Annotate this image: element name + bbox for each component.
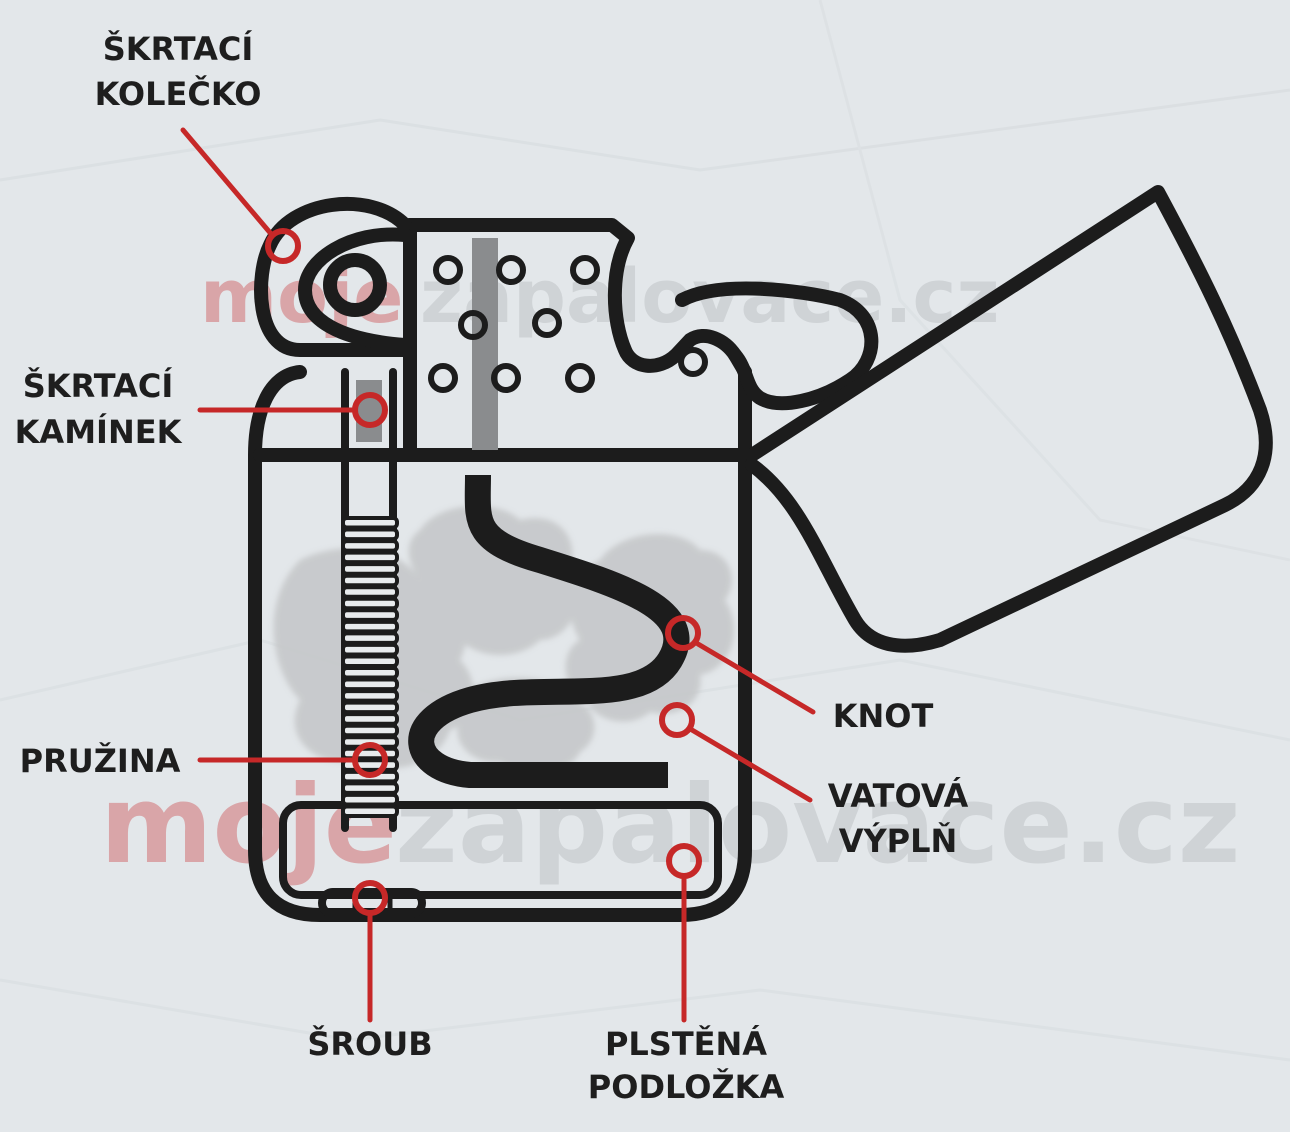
spring-coil xyxy=(341,666,399,680)
wick xyxy=(408,474,690,788)
wick-column xyxy=(472,238,498,450)
spring-coil xyxy=(341,804,399,819)
label-flint-2: KAMÍNEK xyxy=(15,413,183,451)
spring-coil xyxy=(341,539,399,553)
spring-coil xyxy=(341,700,399,715)
label-wick: KNOT xyxy=(833,697,934,735)
chimney-hole xyxy=(570,255,600,285)
label-cotton-2: VÝPLŇ xyxy=(839,822,958,860)
marker-felt xyxy=(666,843,702,879)
spring-coil xyxy=(341,527,399,542)
leaders xyxy=(180,127,816,1023)
spring-coil xyxy=(341,677,399,692)
leader-wheel xyxy=(180,127,275,238)
spring-coil xyxy=(341,516,399,530)
spring-coil xyxy=(341,712,399,726)
label-cotton-1: VATOVÁ xyxy=(828,777,969,815)
striking-wheel xyxy=(323,253,387,317)
spring-coil xyxy=(341,723,399,738)
marker-spring xyxy=(352,742,388,778)
spring-coil xyxy=(341,689,399,703)
label-wheel-2: KOLEČKO xyxy=(95,74,262,113)
spring-coil xyxy=(341,573,399,588)
leader-cotton xyxy=(689,727,813,803)
spring-coil xyxy=(341,781,399,795)
marker-screw xyxy=(352,880,388,916)
marker-flint xyxy=(352,392,388,428)
spring-coil xyxy=(341,746,399,761)
label-felt-2: PODLOŽKA xyxy=(588,1068,785,1106)
spring-coil xyxy=(341,619,399,634)
chimney-hole xyxy=(433,255,463,285)
chimney-hole xyxy=(496,255,526,285)
lighter-case xyxy=(248,365,752,922)
spring-coil xyxy=(341,654,399,669)
marker-wheel xyxy=(265,228,301,264)
chimney xyxy=(403,218,752,462)
lid xyxy=(745,185,1273,653)
chimney-hole xyxy=(565,363,595,393)
chimney-hole xyxy=(491,363,521,393)
chimney-hole xyxy=(428,363,458,393)
chimney-hole xyxy=(678,347,708,377)
cam xyxy=(675,281,879,411)
label-flint-1: ŠKRTACÍ xyxy=(23,366,174,405)
chimney-hole xyxy=(532,308,562,338)
spring-coil xyxy=(341,792,399,807)
spring xyxy=(341,516,399,819)
marker-cotton xyxy=(659,702,695,738)
paper-texture xyxy=(0,0,1290,1060)
label-wheel-1: ŠKRTACÍ xyxy=(103,29,254,68)
chimney-hole xyxy=(458,310,488,340)
spring-coil xyxy=(341,550,399,565)
leader-wick xyxy=(695,641,816,715)
label-screw: ŠROUB xyxy=(307,1024,432,1063)
spring-coil xyxy=(341,608,399,622)
spring-coil xyxy=(341,596,399,611)
spring-coil xyxy=(341,562,399,576)
labels: ŠKRTACÍ KOLEČKO ŠKRTACÍ KAMÍNEK PRUŽINA … xyxy=(15,29,969,1106)
felt-pad xyxy=(279,801,722,899)
spring-coil xyxy=(341,642,399,657)
spring-coil xyxy=(341,631,399,645)
spring-coil xyxy=(341,585,399,599)
wheel-inner xyxy=(298,227,412,352)
marker-wick xyxy=(665,615,701,651)
chimney-holes xyxy=(428,255,708,393)
label-felt-1: PLSTĚNÁ xyxy=(605,1025,767,1063)
label-spring: PRUŽINA xyxy=(20,742,181,780)
flint xyxy=(356,380,382,442)
